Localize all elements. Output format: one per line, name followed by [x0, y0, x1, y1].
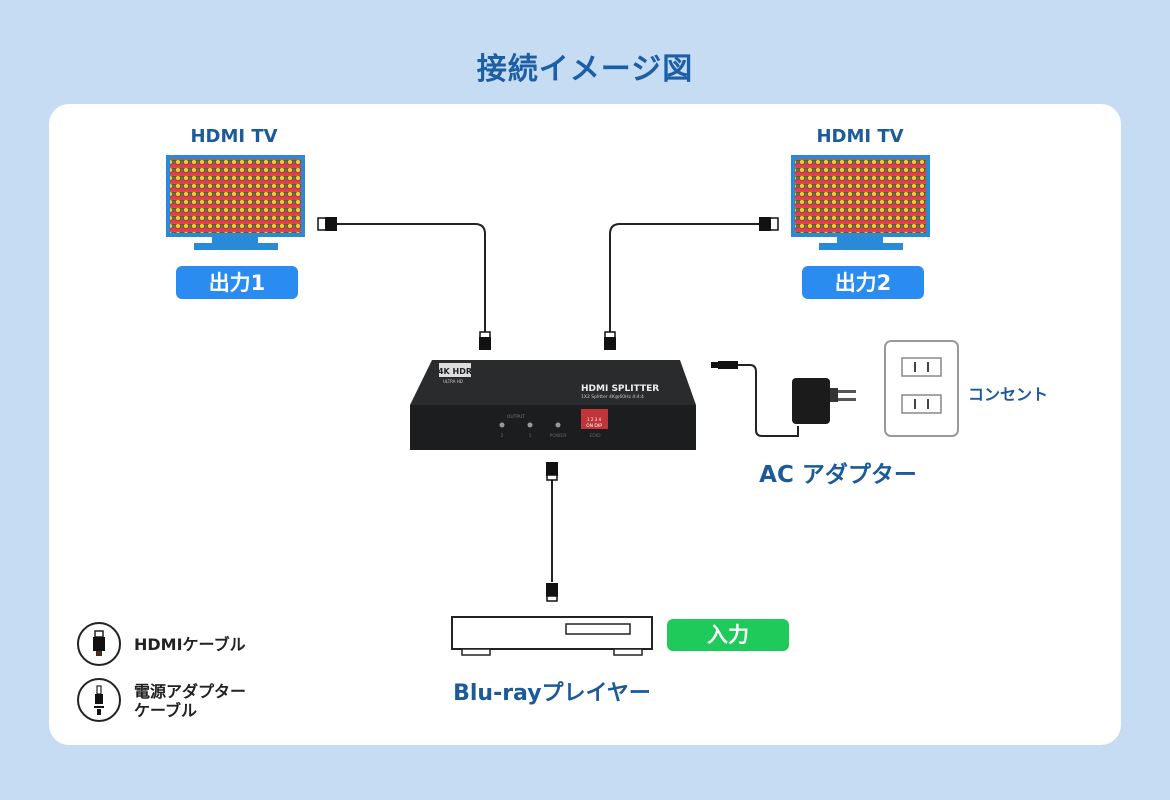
blu-ray-label: Blu-rayプレイヤー — [453, 681, 651, 706]
hdmi-tv-right: HDMI TV 出力2 — [791, 126, 930, 299]
ac-adapter-label: AC アダプター — [759, 461, 917, 488]
blu-ray-player: Blu-rayプレイヤー 入力 — [451, 616, 789, 706]
output1-badge-text: 出力1 — [209, 271, 266, 295]
output1-badge — [176, 266, 298, 299]
led-power — [555, 422, 561, 428]
output-label: OUTPUT — [507, 414, 526, 420]
hdmi-splitter-device: 4K HDR ULTRA HD HDMI SPLITTER 1X2 Splitt… — [410, 360, 696, 450]
outlet-label: コンセント — [968, 385, 1048, 404]
diagram-title: 接続イメージ図 — [476, 52, 694, 87]
led-label: 1 — [529, 433, 532, 439]
led-output2 — [499, 422, 505, 428]
input-badge — [667, 619, 789, 651]
logo-sub-text: ULTRA HD — [443, 379, 463, 384]
ac-adapter: AC アダプター — [759, 378, 917, 488]
tv-left-label: HDMI TV — [190, 126, 277, 147]
dip-numbers: 1 2 3 4 — [587, 417, 601, 422]
hdmi-cable-output1 — [335, 223, 486, 332]
output2-badge-text: 出力2 — [835, 271, 892, 295]
led-label: 2 — [501, 433, 504, 439]
splitter-name: HDMI SPLITTER — [581, 384, 659, 394]
power-cable — [738, 364, 799, 437]
power-outlet: コンセント — [884, 340, 1048, 437]
legend-power-label-1: 電源アダプター — [134, 682, 246, 701]
splitter-subtitle: 1X2 Splitter 4K@60Hz 4:4:4 — [581, 394, 644, 400]
edid-dip-switch[interactable] — [581, 409, 608, 429]
led-label: POWER — [550, 433, 567, 439]
hdmi-tv-left: HDMI TV 出力1 — [166, 126, 305, 299]
led-output1 — [527, 422, 533, 428]
tv-right-label: HDMI TV — [816, 126, 903, 147]
hdmi-connector-icon — [317, 217, 779, 602]
logo-text: 4K HDR — [438, 367, 472, 376]
dip-label: ON DIP — [586, 423, 602, 429]
edid-label: EDID — [589, 433, 601, 439]
legend-hdmi-label: HDMIケーブル — [134, 635, 246, 654]
hdmi-cable-output2 — [609, 223, 762, 332]
legend: HDMIケーブル 電源アダプター ケーブル — [77, 622, 246, 722]
4k-hdr-logo — [439, 363, 471, 377]
legend-power-label-2: ケーブル — [134, 701, 197, 720]
output2-badge — [802, 266, 924, 299]
input-badge-text: 入力 — [707, 623, 749, 647]
